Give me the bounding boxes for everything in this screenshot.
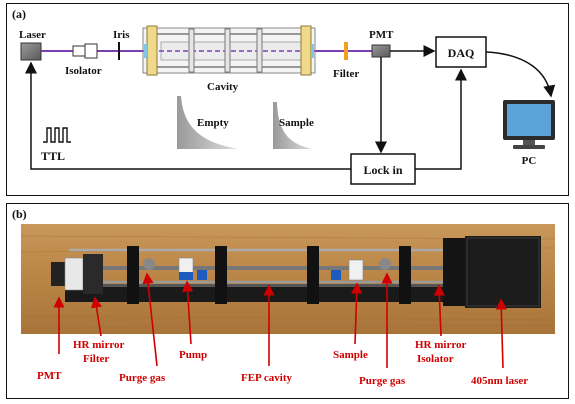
sample-annotation: Sample: [333, 349, 368, 361]
cavity-label: Cavity: [207, 81, 239, 93]
empty-label: Empty: [197, 117, 229, 129]
daq-label: DAQ: [448, 46, 475, 60]
ttl-pulse-icon: [43, 127, 71, 143]
panel-a-tag: (a): [12, 7, 26, 21]
lockin-box: [350, 153, 416, 185]
lockin-label: Lock in: [363, 163, 402, 177]
lockin-to-daq-arrow: [415, 68, 467, 170]
daq-to-pc-arrow: [485, 51, 556, 98]
filter-symbol: [344, 42, 348, 60]
schematic-diagram: (a) Laser Isolator Iris Cavity Filter PM…: [12, 7, 556, 185]
filter-annotation: Filter: [83, 353, 109, 365]
schematic-panel: (a) Laser Isolator Iris Cavity Filter PM…: [6, 3, 569, 196]
laser-label: Laser: [19, 29, 46, 41]
laser-box: [20, 42, 42, 61]
hr-mirror-left-annotation: HR mirror: [73, 339, 125, 351]
photo-panel: (b): [6, 203, 569, 399]
purge-gas-left-annotation: Purge gas: [119, 372, 166, 384]
pump-annotation: Pump: [179, 349, 207, 361]
isolator-label: Isolator: [65, 65, 102, 77]
fep-cavity-annotation: FEP cavity: [241, 372, 293, 384]
pmt-box: [371, 44, 391, 58]
pc-label: PC: [522, 155, 537, 167]
empty-decay-curve: [177, 96, 239, 149]
sample-decay-curve: [273, 102, 313, 149]
panel-b-tag: (b): [12, 207, 27, 221]
pmt-label: PMT: [369, 29, 394, 41]
filter-label: Filter: [333, 68, 359, 80]
apparatus-photo: (b): [12, 207, 556, 387]
laser-405-annotation: 405nm laser: [471, 375, 528, 387]
iris-label: Iris: [113, 29, 130, 41]
sample-decay-label: Sample: [279, 117, 314, 129]
pc-monitor-icon: [503, 100, 555, 149]
isolator-symbol: [72, 43, 98, 59]
lockin-to-laser-arrow: [25, 61, 351, 170]
purge-gas-right-annotation: Purge gas: [359, 375, 406, 387]
hr-mirror-right-annotation: HR mirror: [415, 339, 467, 351]
annotations: PMT HR mirror Filter Purge gas Pump FEP …: [37, 272, 528, 387]
cavity-illustration: [142, 25, 316, 76]
pmt-annotation: PMT: [37, 370, 62, 382]
isolator-annotation: Isolator: [417, 353, 454, 365]
ttl-label: TTL: [41, 149, 65, 163]
